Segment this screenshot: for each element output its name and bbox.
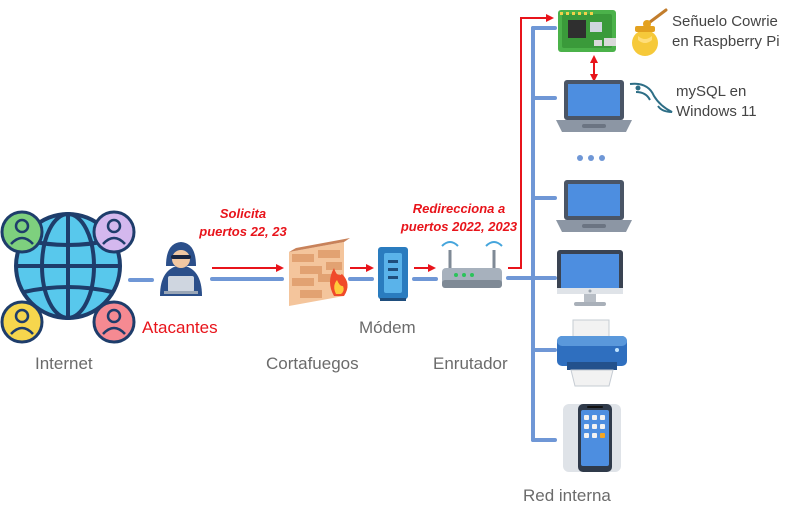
router-icon	[441, 241, 503, 288]
user-avatar-icon	[0, 300, 44, 344]
internal-network-label: Red interna	[523, 486, 611, 505]
honeypot-caption: Señuelo Cowrie en Raspberry Pi	[672, 12, 780, 52]
attack-path	[212, 17, 595, 269]
honeypot-line1: Señuelo Cowrie	[672, 13, 778, 30]
user-avatar-icon	[0, 210, 44, 254]
mysql-dolphin-icon	[629, 82, 673, 113]
redirect-line2: puertos 2022, 2023	[400, 219, 518, 234]
attack-redirect-path	[508, 17, 548, 269]
printer-icon	[557, 319, 627, 387]
desktop-monitor-icon	[557, 250, 623, 306]
attackers-label: Atacantes	[142, 318, 218, 337]
mysql-line1: mySQL en	[676, 83, 747, 100]
hacker-icon	[160, 242, 202, 296]
redirect-annotation: Redirecciona a puertos 2022, 2023	[384, 200, 534, 236]
honeypot-icon	[632, 8, 668, 56]
request-line1: Solicita	[219, 206, 267, 221]
attack-arrowheads	[276, 14, 598, 272]
mysql-line2: Windows 11	[676, 103, 757, 120]
redirect-line1: Redirecciona a	[412, 201, 506, 216]
honeypot-line2: en Raspberry Pi	[672, 33, 780, 50]
mysql-caption: mySQL en Windows 11	[676, 82, 757, 122]
network-links	[128, 26, 557, 442]
laptop-icon	[556, 80, 632, 132]
smartphone-icon	[563, 404, 621, 472]
user-avatar-icon	[92, 300, 136, 344]
request-annotation: Solicita puertos 22, 23	[188, 205, 298, 241]
router-label: Enrutador	[433, 354, 508, 373]
laptop-icon	[556, 180, 632, 232]
firewall-label: Cortafuegos	[266, 354, 359, 373]
internet-label: Internet	[35, 354, 93, 373]
raspberry-pi-icon	[558, 10, 616, 52]
user-avatar-icon	[92, 210, 136, 254]
modem-icon	[378, 247, 408, 301]
firewall-icon	[289, 238, 350, 306]
request-line2: puertos 22, 23	[199, 224, 287, 239]
modem-label: Módem	[359, 318, 416, 337]
ellipsis-icon	[577, 155, 605, 161]
